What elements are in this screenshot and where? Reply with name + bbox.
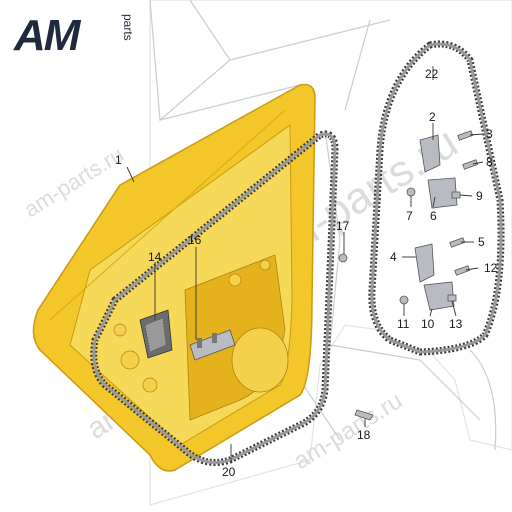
callout-11: 11: [397, 317, 410, 331]
callout-17: 17: [336, 219, 350, 233]
window-regulator: [189, 329, 236, 361]
door-shell: [32, 83, 316, 472]
callout-9: 9: [476, 189, 483, 203]
lock-panel: [139, 309, 173, 359]
callout-7: 7: [406, 209, 413, 223]
callout-labels: 1 2 3 8 9 7 6 4 5 12 11 10 13 14 16 17 1…: [115, 67, 498, 479]
upper-hinge: [419, 134, 458, 209]
am-parts-logo: AM parts: [13, 11, 135, 60]
fasteners: [338, 130, 479, 421]
callout-12: 12: [484, 261, 498, 275]
callout-22: 22: [425, 67, 439, 81]
callout-8: 8: [486, 155, 493, 169]
callout-14: 14: [148, 250, 162, 264]
callout-18: 18: [357, 428, 371, 442]
callout-2: 2: [429, 110, 436, 124]
leader-lines: [126, 66, 484, 463]
watermark-text: am-parts.ru: [289, 387, 407, 475]
rear-opening-seal-core: [370, 42, 503, 354]
lower-hinge: [414, 243, 455, 311]
callout-3: 3: [486, 127, 493, 141]
logo-suffix: parts: [121, 14, 135, 41]
callout-20: 20: [222, 465, 236, 479]
callout-4: 4: [390, 250, 397, 264]
callout-16: 16: [188, 233, 202, 247]
logo-mark: AM: [13, 11, 82, 60]
callout-6: 6: [430, 209, 437, 223]
callout-10: 10: [421, 317, 435, 331]
door-seal-core: [92, 132, 337, 464]
callout-13: 13: [449, 317, 463, 331]
callout-5: 5: [478, 235, 485, 249]
callout-1: 1: [115, 153, 122, 167]
